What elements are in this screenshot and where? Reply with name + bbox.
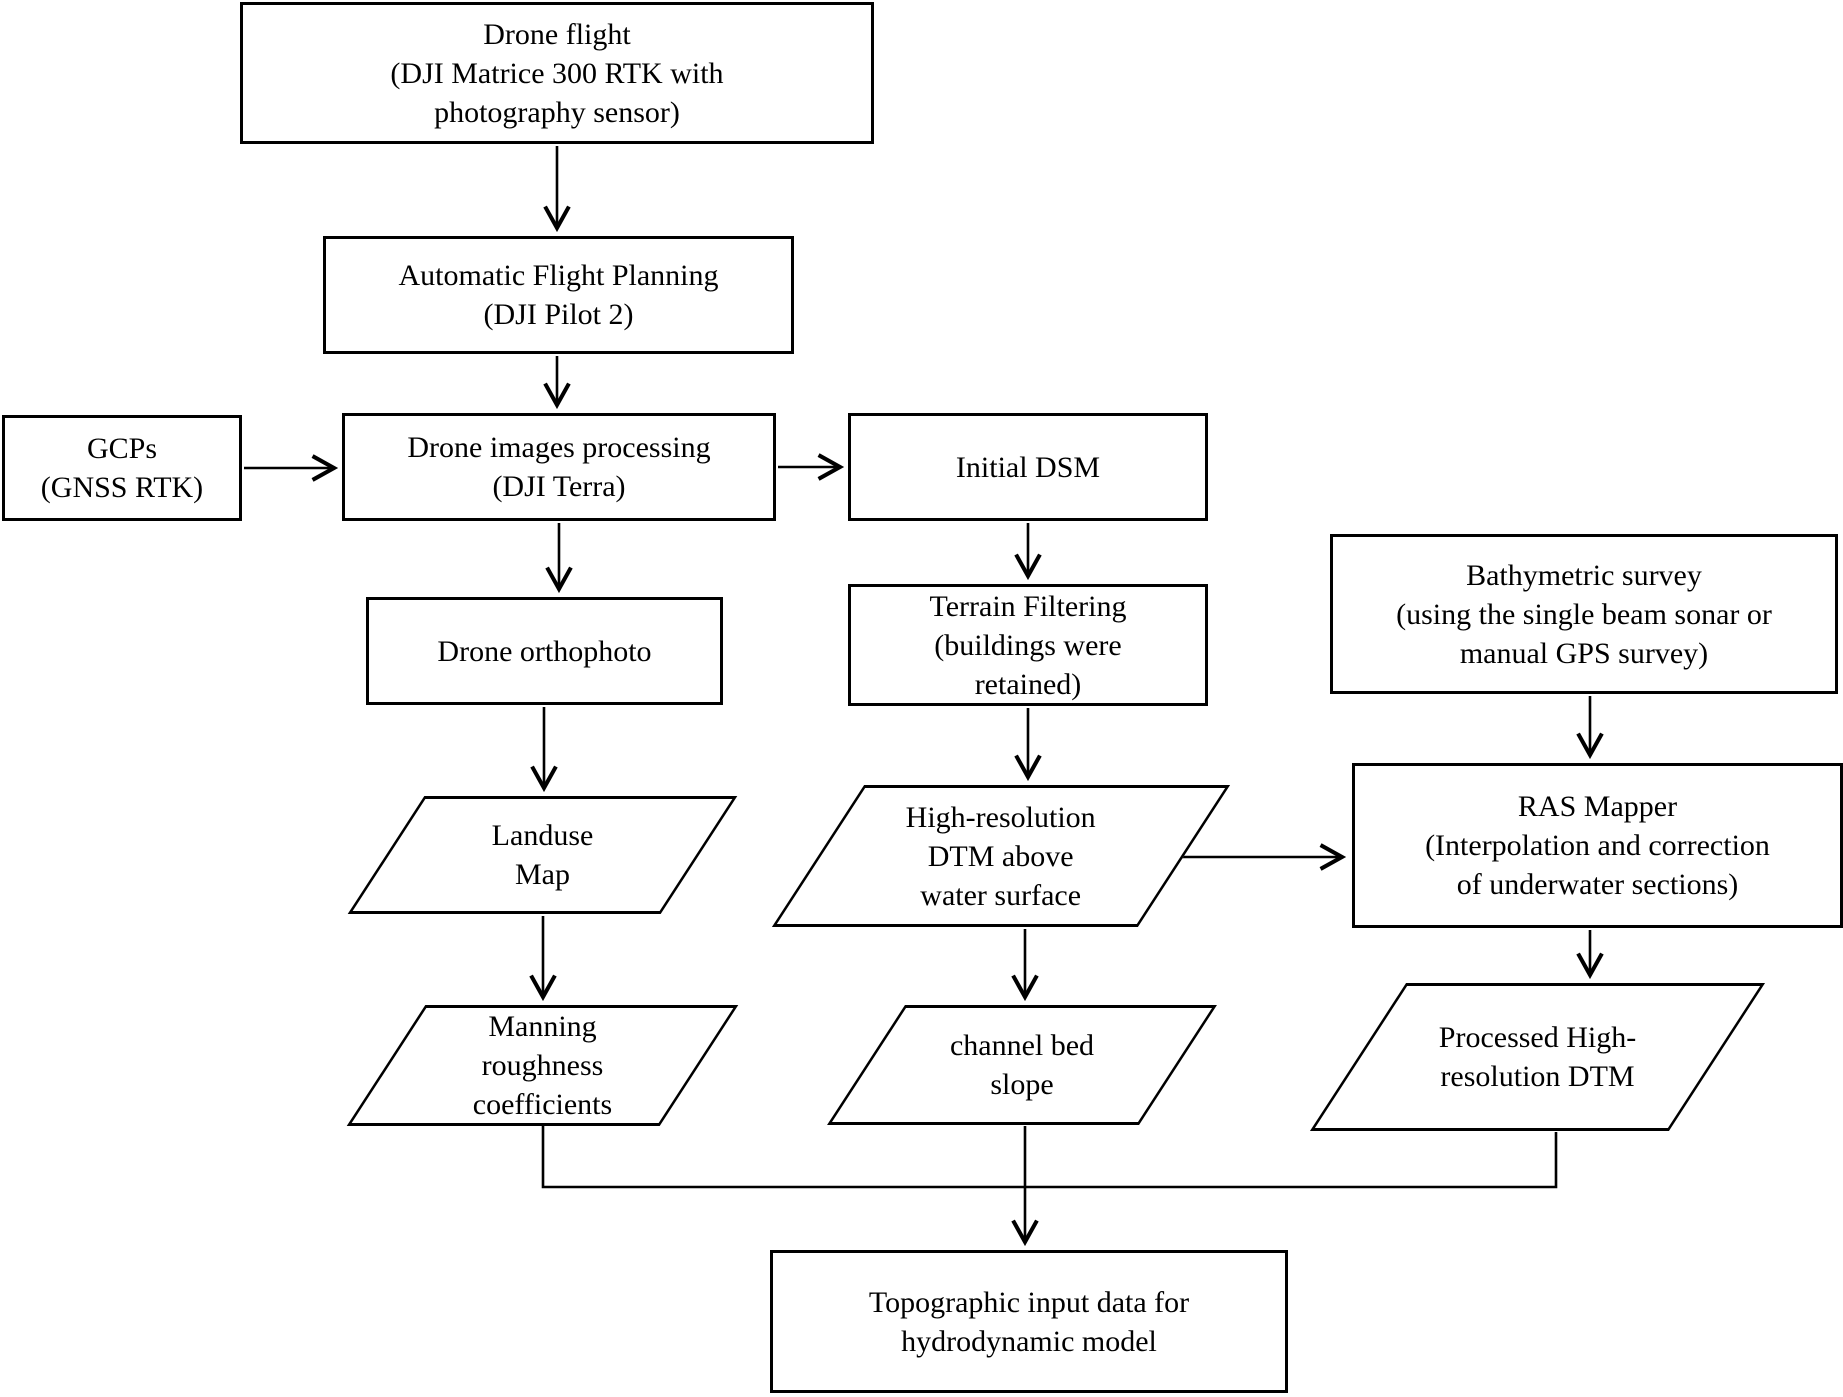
node-manning-roughness: Manning roughness coefficients bbox=[346, 1005, 739, 1126]
node-bathymetric-survey: Bathymetric survey (using the single bea… bbox=[1330, 534, 1838, 694]
node-ras-mapper-label: RAS Mapper (Interpolation and correction… bbox=[1425, 790, 1770, 901]
node-high-resolution-dtm: High-resolution DTM above water surface bbox=[771, 785, 1231, 927]
node-landuse-map-label: Landuse Map bbox=[491, 819, 594, 891]
edge-collector-line bbox=[541, 1126, 1558, 1189]
node-automatic-flight-planning: Automatic Flight Planning (DJI Pilot 2) bbox=[323, 236, 794, 354]
node-drone-images-processing: Drone images processing (DJI Terra) bbox=[342, 413, 776, 521]
node-initial-dsm: Initial DSM bbox=[848, 413, 1208, 521]
node-topographic-input-label: Topographic input data for hydrodynamic … bbox=[868, 1285, 1190, 1358]
node-channel-bed-slope-label: channel bed slope bbox=[949, 1029, 1095, 1101]
node-initial-dsm-label: Initial DSM bbox=[955, 450, 1101, 484]
node-ras-mapper: RAS Mapper (Interpolation and correction… bbox=[1352, 763, 1843, 928]
node-bathymetric-survey-label: Bathymetric survey (using the single bea… bbox=[1396, 558, 1772, 670]
node-topographic-input: Topographic input data for hydrodynamic … bbox=[770, 1250, 1288, 1393]
node-drone-flight: Drone flight (DJI Matrice 300 RTK with p… bbox=[240, 2, 874, 144]
node-manning-roughness-label: Manning roughness coefficients bbox=[472, 1010, 613, 1121]
node-automatic-flight-planning-label: Automatic Flight Planning (DJI Pilot 2) bbox=[398, 259, 719, 331]
node-drone-orthophoto-label: Drone orthophoto bbox=[437, 634, 652, 668]
node-drone-flight-label: Drone flight (DJI Matrice 300 RTK with p… bbox=[390, 17, 724, 129]
node-drone-orthophoto: Drone orthophoto bbox=[366, 597, 723, 705]
node-drone-images-processing-label: Drone images processing (DJI Terra) bbox=[407, 431, 711, 503]
node-high-resolution-dtm-label: High-resolution DTM above water surface bbox=[906, 800, 1096, 912]
node-gcps: GCPs (GNSS RTK) bbox=[2, 415, 242, 521]
node-gcps-label: GCPs (GNSS RTK) bbox=[40, 432, 204, 504]
node-terrain-filtering-label: Terrain Filtering (buildings were retain… bbox=[929, 589, 1127, 701]
node-processed-dtm-label: Processed High- resolution DTM bbox=[1438, 1021, 1637, 1093]
node-terrain-filtering: Terrain Filtering (buildings were retain… bbox=[848, 584, 1208, 706]
